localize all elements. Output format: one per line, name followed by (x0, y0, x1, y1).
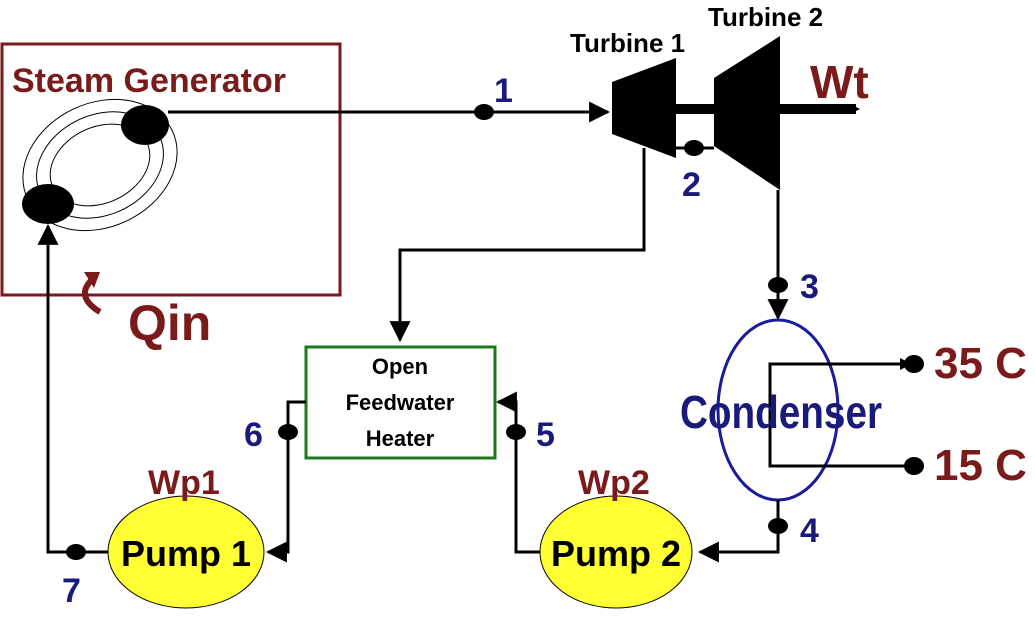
steam-generator-box (0, 42, 342, 297)
work-turbine-label: Wt (810, 56, 869, 108)
boiler-coil (22, 98, 178, 232)
line-extraction (389, 148, 646, 343)
cooling-out-node (904, 355, 924, 373)
heat-in-label: Qin (128, 295, 211, 351)
pump-2-label: Pump 2 (551, 533, 681, 574)
turbine-shaft (676, 104, 856, 114)
condenser-label: Condenser (680, 386, 882, 438)
line-state-5 (495, 391, 540, 554)
node-state-6 (278, 424, 298, 440)
wp1-label: Wp1 (148, 464, 220, 502)
heater-label-line1: Open (372, 354, 428, 379)
temp-hot-label: 35 C (934, 339, 1027, 388)
cooling-water-line (768, 362, 914, 468)
steam-generator-label: Steam Generator (12, 62, 286, 100)
line-state-7 (37, 223, 108, 554)
state-label-5: 5 (536, 416, 555, 454)
heater-label-line3: Heater (366, 426, 435, 451)
pump-1-label: Pump 1 (121, 533, 251, 574)
state-label-1: 1 (494, 72, 513, 110)
node-state-4 (768, 518, 788, 534)
heater-label-line2: Feedwater (346, 390, 455, 415)
node-state-3 (768, 277, 788, 293)
feedwater-heater (304, 345, 497, 460)
node-state-5 (506, 424, 526, 440)
turbine-1 (612, 58, 676, 158)
node-state-7 (66, 544, 86, 560)
wp2-label: Wp2 (578, 464, 650, 502)
line-state-6 (265, 400, 306, 563)
cooling-in-node (904, 457, 924, 475)
boiler-outlet-node (121, 105, 169, 145)
state-label-2: 2 (682, 166, 701, 204)
turbine-2-label: Turbine 2 (708, 2, 823, 32)
node-state-1 (474, 104, 494, 120)
temp-cold-label: 15 C (934, 441, 1027, 490)
state-label-4: 4 (800, 512, 819, 550)
turbine-1-label: Turbine 1 (570, 28, 685, 58)
state-label-6: 6 (244, 416, 263, 454)
boiler-inlet-node (22, 184, 74, 224)
state-label-7: 7 (62, 572, 81, 610)
node-state-2 (684, 140, 704, 156)
state-label-3: 3 (800, 268, 819, 306)
line-state-4 (697, 500, 780, 563)
